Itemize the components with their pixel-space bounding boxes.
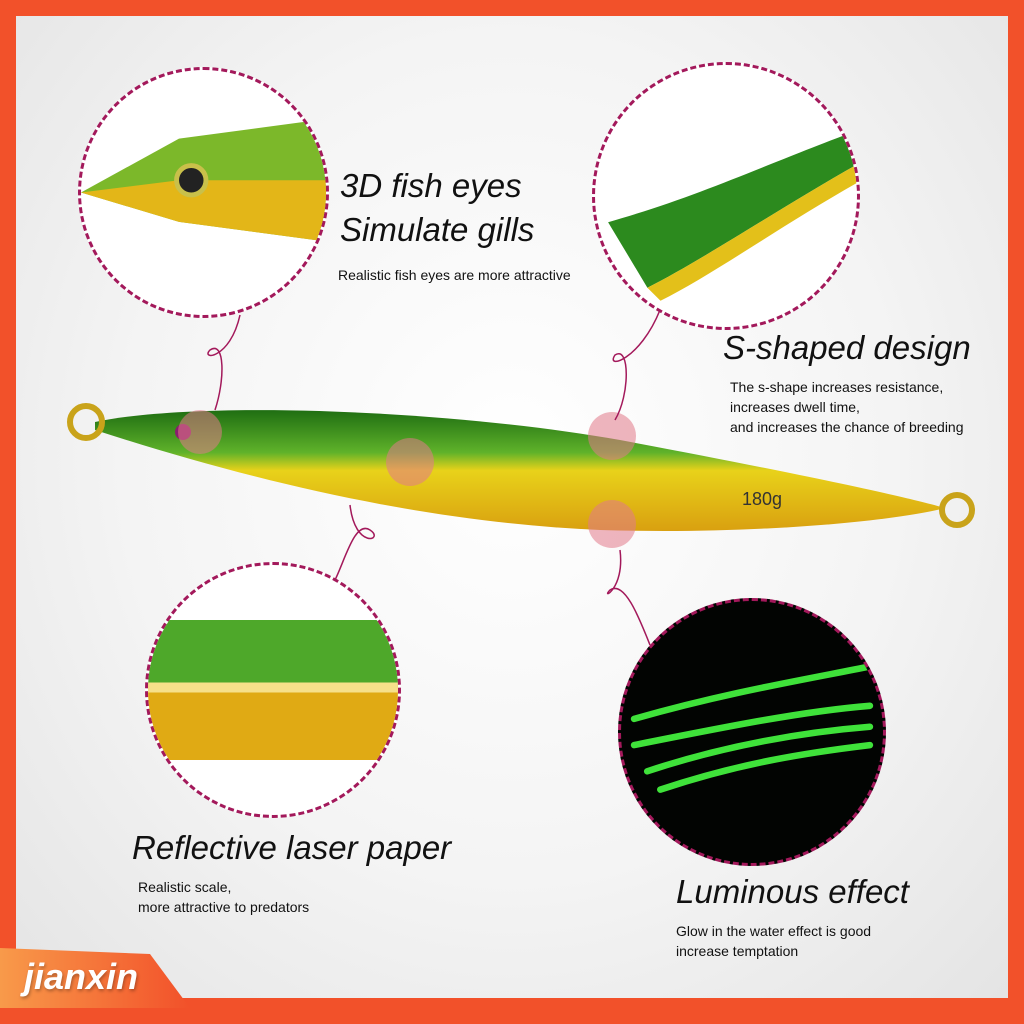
feature-title-s-shape: S-shaped design (723, 329, 971, 366)
detail-circle-luminous (618, 598, 886, 866)
feature-desc-eyes: Realistic fish eyes are more attractive (338, 267, 571, 283)
feature-desc-s-shape: The s-shape increases resistance,increas… (730, 379, 964, 435)
feature-desc-laser-paper: Realistic scale,more attractive to preda… (138, 879, 310, 915)
brand-name: jianxin (24, 956, 139, 997)
detail-circle-eyes (78, 67, 329, 318)
feature-title-luminous: Luminous effect (676, 873, 909, 910)
feature-title-laser-paper: Reflective laser paper (132, 829, 452, 866)
detail-circle-laser-paper (145, 562, 401, 818)
detail-circle-s-shape (592, 62, 860, 330)
